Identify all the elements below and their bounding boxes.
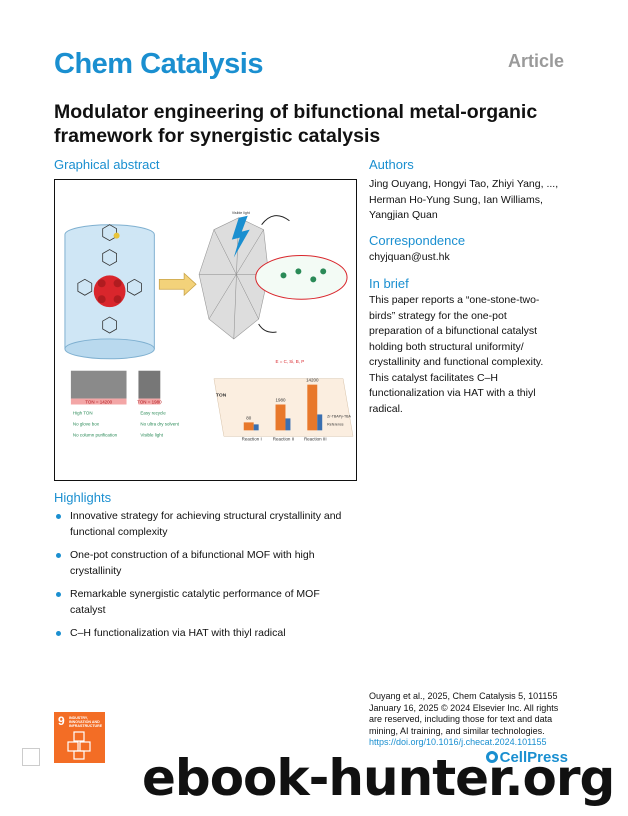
cellpress-icon bbox=[485, 751, 498, 763]
highlight-item: One-pot construction of a bifunctional M… bbox=[56, 548, 366, 579]
in-brief-line: This catalyst facilitates C–H bbox=[369, 371, 498, 384]
correspondence-email[interactable]: chyjquan@ust.hk bbox=[369, 251, 450, 263]
highlight-text: One-pot construction of a bifunctional M… bbox=[70, 549, 315, 561]
feature-right-2: No ultra dry solvent bbox=[140, 421, 179, 426]
crossmark-icon[interactable] bbox=[22, 748, 40, 766]
cellpress-name: CellPress bbox=[499, 749, 568, 766]
bullet-icon bbox=[56, 592, 61, 597]
graphical-abstract-figure: TON = 14200 TON = 1980 High TON No glove… bbox=[54, 179, 357, 481]
highlight-item: Innovative strategy for achieving struct… bbox=[56, 509, 366, 540]
ton-axis-label: TON bbox=[216, 393, 227, 399]
authors-line[interactable]: Jing Ouyang, Hongyi Tao, Zhiyi Yang, ...… bbox=[369, 178, 559, 190]
highlights-heading: Highlights bbox=[54, 490, 112, 505]
correspondence-heading: Correspondence bbox=[369, 233, 466, 248]
bar-value-3: 14200 bbox=[306, 378, 319, 383]
in-brief-line: radical. bbox=[369, 402, 403, 415]
journal-name: Chem Catalysis bbox=[54, 48, 264, 80]
citation-line: mining, AI training, and similar technol… bbox=[369, 725, 545, 736]
sdg-number: 9 bbox=[58, 714, 65, 728]
in-brief-line: holding both structural uniformity/ bbox=[369, 340, 524, 353]
highlight-text: Remarkable synergistic catalytic perform… bbox=[70, 588, 320, 600]
in-brief-line: This paper reports a “one-stone-two- bbox=[369, 294, 540, 306]
in-brief-line: birds” strategy for the one-pot bbox=[369, 309, 507, 322]
legend-b: Reference bbox=[327, 422, 343, 426]
authors-line[interactable]: Herman Ho-Yung Sung, Ian Williams, bbox=[369, 193, 543, 206]
ton-left-label: TON = 14200 bbox=[85, 400, 112, 405]
sdg-9-badge: 9 INDUSTRY, INNOVATION AND INFRASTRUCTUR… bbox=[54, 712, 105, 763]
in-brief-text: This paper reports a “one-stone-two- bir… bbox=[369, 293, 569, 417]
sdg-label: INDUSTRY, INNOVATION AND INFRASTRUCTURE bbox=[69, 716, 103, 728]
feature-right-1: Easy recycle bbox=[140, 410, 166, 415]
highlight-text: Innovative strategy for achieving struct… bbox=[70, 510, 342, 522]
graphical-abstract-illustration: TON = 14200 TON = 1980 High TON No glove… bbox=[64, 211, 354, 441]
feature-left-1: High TON bbox=[73, 410, 93, 415]
authors-list: Jing Ouyang, Hongyi Tao, Zhiyi Yang, ...… bbox=[369, 177, 569, 224]
citation-line: are reserved, including those for text a… bbox=[369, 714, 553, 724]
element-note: E = C, Si, B, P bbox=[276, 359, 305, 364]
doi-link[interactable]: https://doi.org/10.1016/j.checat.2024.10… bbox=[369, 737, 547, 747]
highlight-text: crystallinity bbox=[70, 564, 122, 577]
ton-right-label: TON = 1980 bbox=[137, 400, 162, 405]
citation-line: Ouyang et al., 2025, Chem Catalysis 5, 1… bbox=[369, 691, 558, 701]
bullet-icon bbox=[56, 514, 61, 519]
citation-line: January 16, 2025 © 2024 Elsevier Inc. Al… bbox=[369, 702, 559, 713]
article-type-label: Article bbox=[507, 51, 564, 71]
cellpress-logo: CellPress bbox=[485, 749, 568, 766]
watermark: ebook-hunter.org bbox=[142, 749, 615, 807]
graphical-abstract-heading: Graphical abstract bbox=[54, 157, 160, 172]
feature-left-2: No glove box bbox=[73, 421, 100, 426]
bar-value-1: 80 bbox=[246, 415, 251, 420]
authors-heading: Authors bbox=[369, 157, 414, 172]
bullet-icon bbox=[56, 553, 61, 558]
legend-a: Zr-TBAPy-TBA bbox=[327, 414, 351, 418]
reaction-label-1: Reaction I bbox=[242, 436, 262, 441]
feature-left-3: No column purification bbox=[73, 432, 118, 437]
in-brief-line: preparation of a bifunctional catalyst bbox=[369, 325, 538, 337]
bar-value-2: 1980 bbox=[276, 398, 286, 403]
highlight-text: catalyst bbox=[70, 603, 106, 616]
reaction-label-2: Reaction II bbox=[273, 436, 294, 441]
highlight-text: C–H functionalization via HAT with thiyl… bbox=[70, 627, 286, 639]
article-title: Modulator engineering of bifunctional me… bbox=[54, 101, 538, 147]
cubes-icon bbox=[67, 731, 91, 760]
citation-block: Ouyang et al., 2025, Chem Catalysis 5, 1… bbox=[369, 691, 584, 749]
highlights-list: Innovative strategy for achieving struct… bbox=[56, 509, 366, 650]
reaction-label-3: Reaction III bbox=[304, 436, 327, 441]
authors-line[interactable]: Yangjian Quan bbox=[369, 209, 438, 221]
visible-light-label: Visible light bbox=[232, 211, 250, 215]
bullet-icon bbox=[56, 631, 61, 636]
in-brief-heading: In brief bbox=[369, 276, 409, 291]
feature-right-3: Visible light bbox=[140, 432, 163, 437]
highlight-text: functional complexity bbox=[70, 525, 168, 538]
highlight-item: C–H functionalization via HAT with thiyl… bbox=[56, 626, 366, 642]
in-brief-line: functionalization via HAT with a thiyl bbox=[369, 387, 536, 399]
highlight-item: Remarkable synergistic catalytic perform… bbox=[56, 587, 366, 618]
in-brief-line: crystallinity and functional complexity. bbox=[369, 356, 544, 368]
